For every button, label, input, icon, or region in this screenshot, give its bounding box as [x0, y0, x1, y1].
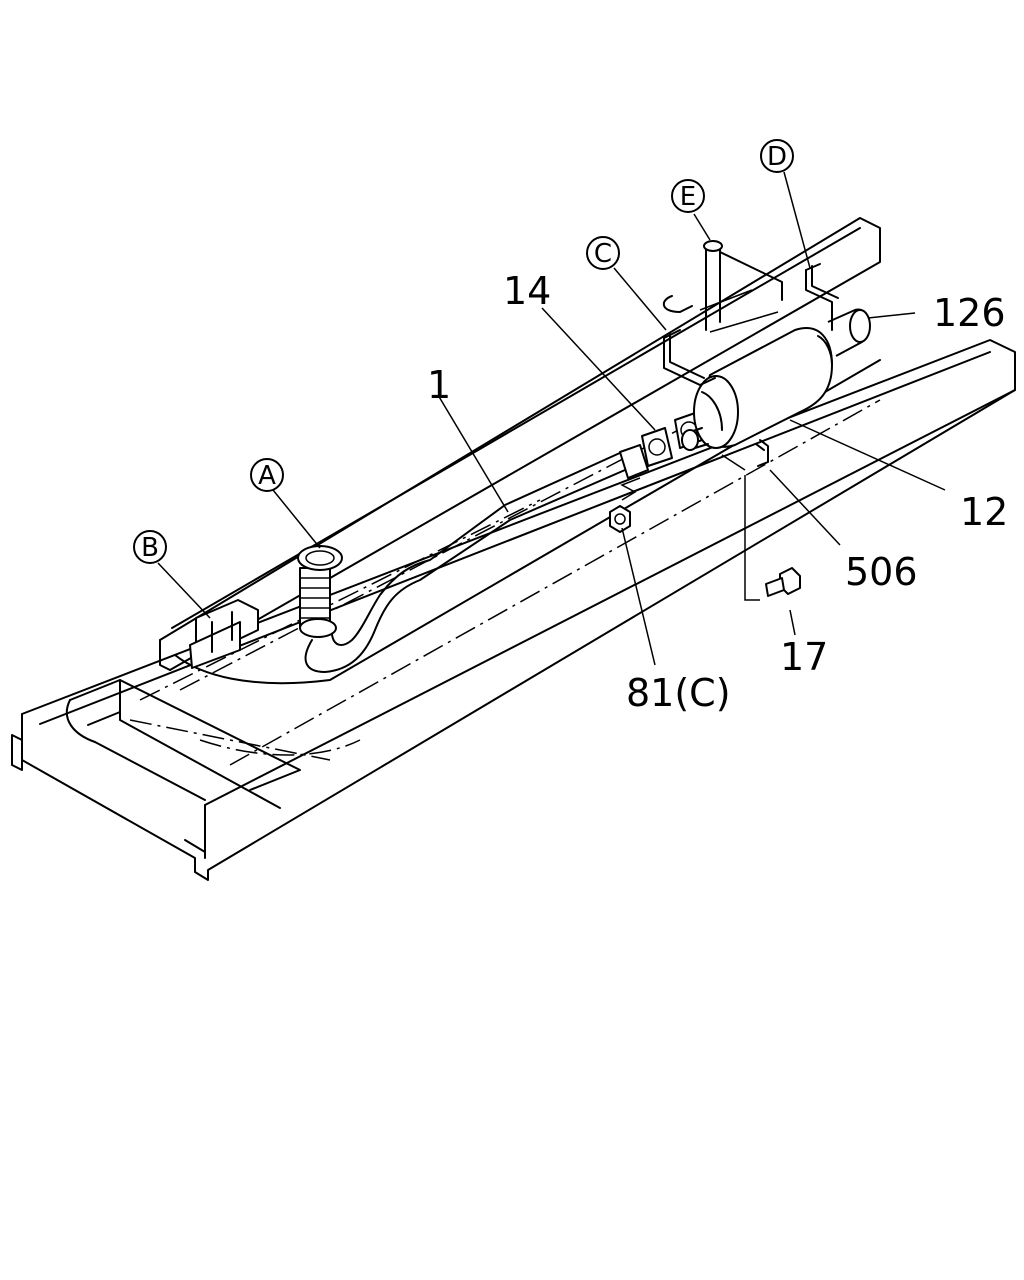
part-label-hanger: 126 [933, 291, 1006, 335]
callout-e-letter: E [680, 182, 696, 212]
part-label-clip: 506 [845, 550, 918, 594]
part-label-pipe: 1 [427, 363, 451, 407]
nut-81c [609, 477, 641, 533]
bolt-17 [721, 454, 801, 601]
bracket-b [189, 599, 259, 669]
callout-e: E [671, 179, 705, 213]
exhaust-pipe [297, 444, 649, 673]
part-label-muffler: 12 [960, 490, 1008, 534]
callout-b: B [133, 530, 167, 564]
leader-lines [157, 171, 946, 666]
part-label-bolt: 17 [780, 635, 828, 679]
callout-d: D [760, 139, 794, 173]
hanger-brackets [663, 263, 839, 386]
clip-506 [755, 439, 769, 467]
muffler [681, 308, 871, 451]
part-label-gasket: 14 [503, 269, 551, 313]
callout-c-letter: C [594, 239, 612, 269]
callout-a: A [250, 458, 284, 492]
callout-b-letter: B [141, 533, 159, 563]
callout-a-letter: A [258, 461, 276, 491]
callout-d-letter: D [767, 142, 787, 172]
part-label-nut: 81(C) [626, 671, 731, 715]
support-e [662, 240, 783, 333]
callout-c: C [586, 236, 620, 270]
